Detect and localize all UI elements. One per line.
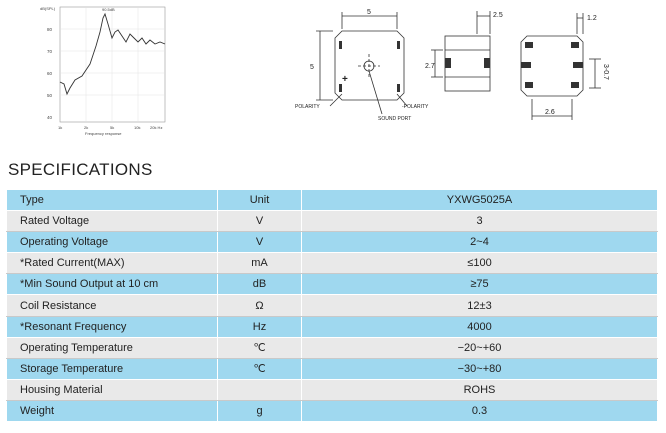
sound-port-label: SOUND PORT [378, 116, 411, 122]
spec-row: Housing Material ROHS [6, 378, 658, 401]
polarity-right-label: -POLARITY [402, 104, 429, 110]
spec-value: −30~+80 [301, 357, 658, 380]
spec-row: *Resonant Frequency Hz 4000 [6, 315, 658, 338]
spec-value: 4000 [301, 315, 658, 338]
spec-row: Rated Voltage V 3 [6, 210, 658, 233]
spec-unit: Hz [217, 315, 302, 338]
spec-value: ROHS [301, 378, 658, 401]
polarity-left-label: POLARITY [295, 104, 320, 110]
spec-row: Operating Voltage V 2~4 [6, 231, 658, 254]
graph-peak-label: 90.5dB [102, 7, 115, 12]
dim-top-width: 5 [367, 9, 371, 16]
specifications-table: Type Unit YXWG5025A Rated Voltage V 3 Op… [6, 188, 658, 423]
graph-caption: Frequency response [85, 131, 122, 136]
dim-right-pad: 1.2 [587, 15, 597, 22]
graph-ylabel-1: 80 [47, 27, 53, 32]
spec-label: *Min Sound Output at 10 cm [6, 273, 218, 296]
spec-value: 12±3 [301, 294, 658, 317]
spec-unit: ℃ [217, 357, 302, 380]
graph-xlabel-2: 5k [110, 125, 114, 130]
dim-side-height: 2.7 [425, 63, 435, 70]
plus-sign: + [342, 74, 348, 85]
dim-right-bottom: 2.6 [545, 109, 555, 116]
spec-unit: Ω [217, 294, 302, 317]
spec-unit [217, 378, 302, 401]
spec-label: Coil Resistance [6, 294, 218, 317]
spec-label: Operating Voltage [6, 231, 218, 254]
dim-left-height: 5 [310, 64, 314, 71]
spec-label: *Resonant Frequency [6, 315, 218, 338]
dim-right-height: 3-0.7 [602, 64, 609, 80]
top-view-drawing: 5 5 + POLARITY -POLARITY SOUND PORT [295, 9, 429, 122]
spec-label: Weight [6, 399, 218, 423]
spec-row: Coil Resistance Ω 12±3 [6, 294, 658, 317]
spec-row: Weight g 0.3 [6, 399, 658, 423]
spec-row: Storage Temperature ℃ −30~+80 [6, 357, 658, 380]
spec-value: YXWG5025A [301, 188, 658, 212]
graph-ylabel-2: 70 [47, 49, 53, 54]
spec-value: ≤100 [301, 252, 658, 275]
graph-xlabel-1: 2k [84, 125, 88, 130]
spec-unit: mA [217, 252, 302, 275]
spec-label: Rated Voltage [6, 210, 218, 233]
spec-label: Housing Material [6, 378, 218, 401]
graph-ylabel-4: 50 [47, 93, 53, 98]
spec-value: 3 [301, 210, 658, 233]
dim-side-width: 2.5 [493, 12, 503, 19]
spec-unit: dB [217, 273, 302, 296]
spec-unit: ℃ [217, 336, 302, 359]
graph-xlabel-0: 1k [58, 125, 62, 130]
frequency-response-graph: dB(SPL) 80 70 60 50 40 90.5dB 1k 2k 5k 1… [40, 6, 166, 136]
spec-label: *Rated Current(MAX) [6, 252, 218, 275]
spec-label: Operating Temperature [6, 336, 218, 359]
spec-row: *Min Sound Output at 10 cm dB ≥75 [6, 273, 658, 296]
spec-unit: V [217, 210, 302, 233]
spec-label: Type [6, 188, 218, 212]
spec-row: Operating Temperature ℃ −20~+60 [6, 336, 658, 359]
graph-ylabel-0: dB(SPL) [40, 6, 56, 11]
spec-value: −20~+60 [301, 336, 658, 359]
graph-ylabel-5: 40 [47, 115, 53, 120]
spec-unit: Unit [217, 188, 302, 212]
bottom-view-drawing: 1.2 3-0.7 2.6 [520, 13, 609, 120]
spec-unit: g [217, 399, 302, 423]
spec-value: ≥75 [301, 273, 658, 296]
graph-xlabel-3: 10k [134, 125, 140, 130]
spec-unit: V [217, 231, 302, 254]
spec-value: 0.3 [301, 399, 658, 423]
graph-ylabel-3: 60 [47, 71, 53, 76]
spec-row: *Rated Current(MAX) mA ≤100 [6, 252, 658, 275]
graph-xlabel-4: 20k Hz [150, 125, 162, 130]
side-view-drawing: 2.5 2.7 [425, 11, 503, 92]
specifications-title: SPECIFICATIONS [8, 160, 153, 179]
spec-label: Storage Temperature [6, 357, 218, 380]
spec-row: Type Unit YXWG5025A [6, 188, 658, 212]
top-figures: dB(SPL) 80 70 60 50 40 90.5dB 1k 2k 5k 1… [0, 0, 666, 140]
spec-value: 2~4 [301, 231, 658, 254]
